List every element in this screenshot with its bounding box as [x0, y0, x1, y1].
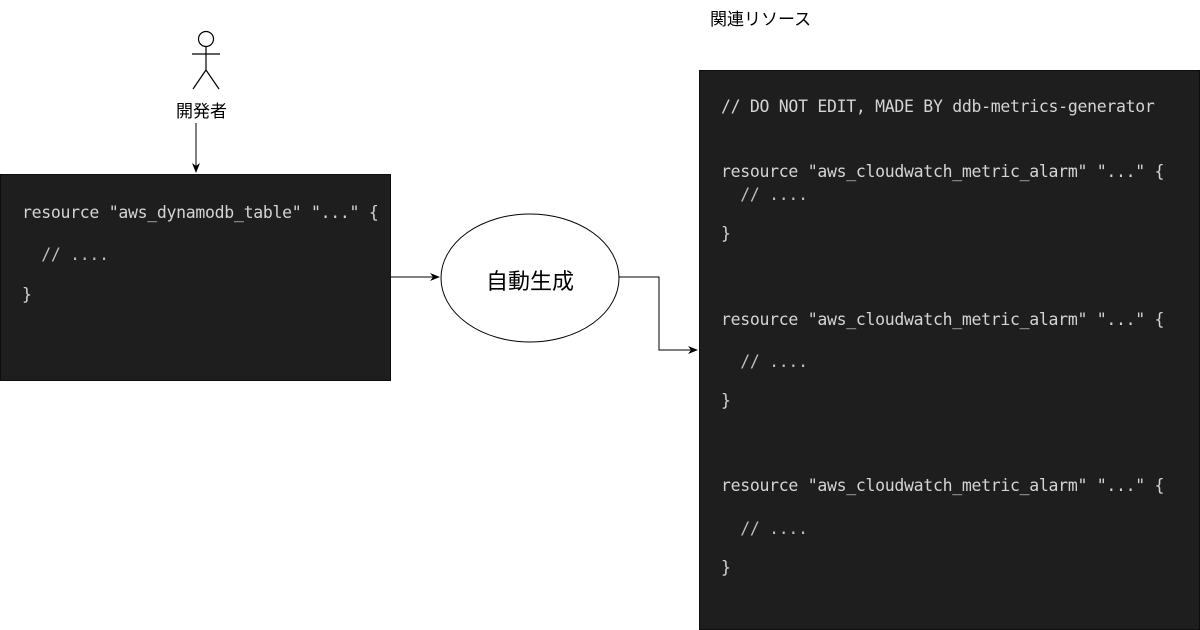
related-code-box: // DO NOT EDIT, MADE BY ddb-metrics-gene… [699, 70, 1200, 630]
related-resources-title: 関連リソース [710, 10, 812, 30]
generator-header-comment: // DO NOT EDIT, MADE BY ddb-metrics-gene… [721, 97, 1155, 116]
actor-label: 開発者 [176, 102, 227, 122]
alarm-resource-close-line: } [721, 224, 731, 243]
process-to-related-arrow [619, 276, 698, 354]
actor-figure-icon [192, 30, 220, 90]
alarm-resource-comment-line: // .... [721, 519, 808, 538]
alarm-resource-close-line: } [721, 558, 731, 577]
source-comment-line: // .... [22, 245, 109, 264]
alarm-resource-open-line: resource "aws_cloudwatch_metric_alarm" "… [721, 476, 1165, 495]
alarm-resource-comment-line: // .... [721, 185, 808, 204]
source-code-line: } [22, 285, 32, 304]
process-node [440, 213, 620, 343]
alarm-resource-open-line: resource "aws_cloudwatch_metric_alarm" "… [721, 162, 1165, 181]
alarm-resource-comment-line: // .... [721, 352, 808, 371]
source-code-box: resource "aws_dynamodb_table" "..." { //… [0, 174, 391, 381]
source-code-line: resource "aws_dynamodb_table" "..." { [22, 203, 379, 222]
alarm-resource-close-line: } [721, 391, 731, 410]
alarm-resource-open-line: resource "aws_cloudwatch_metric_alarm" "… [721, 310, 1165, 329]
process-label: 自動生成 [485, 270, 574, 295]
